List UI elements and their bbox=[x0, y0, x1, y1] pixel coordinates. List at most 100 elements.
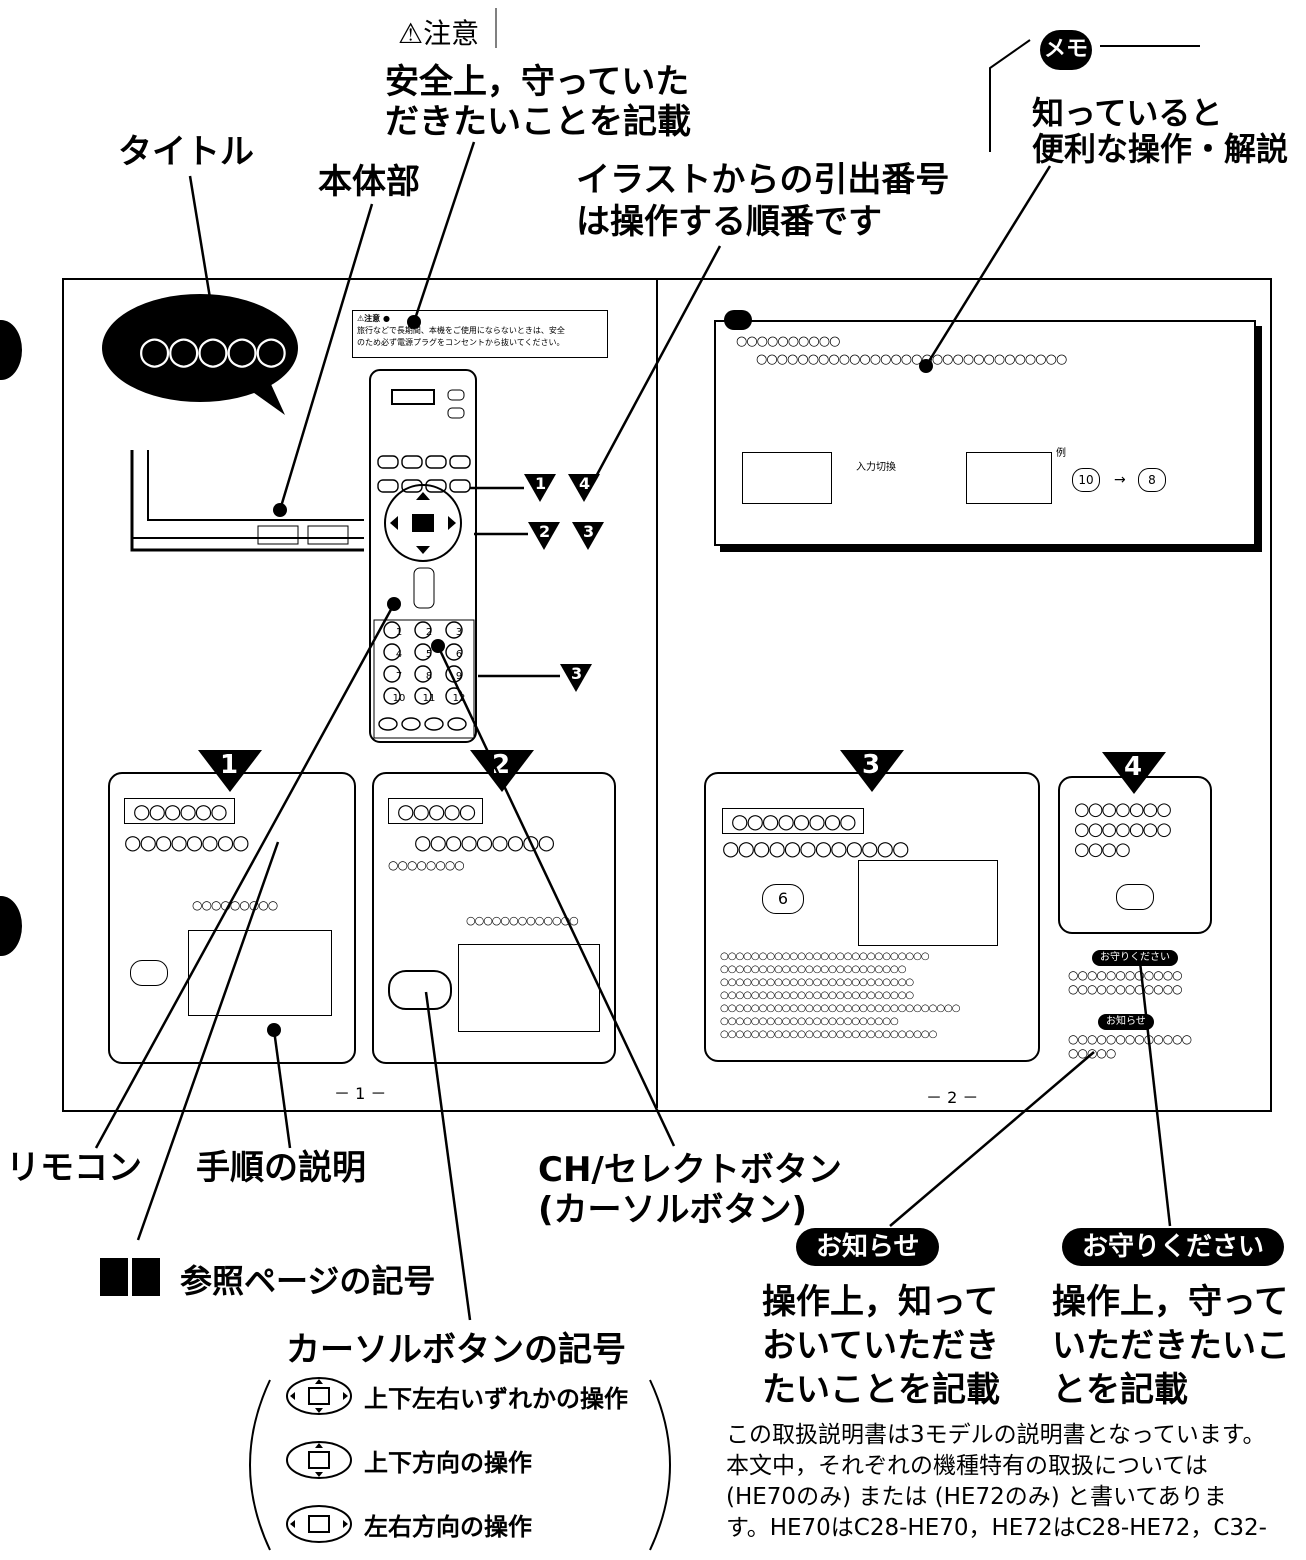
inner-info-text: ○○○○○○○○○○○○○ ○○○○○ bbox=[1068, 1032, 1192, 1060]
remote-label: リモコン bbox=[6, 1148, 142, 1188]
inner-info-text-line: ○○○○○ bbox=[1068, 1046, 1116, 1060]
spread-divider bbox=[656, 280, 658, 1108]
step-marker-3b: 3 bbox=[560, 664, 592, 692]
memo-badge: メモ bbox=[1040, 30, 1092, 70]
memo-desc-line1: 知っていると bbox=[1032, 94, 1223, 132]
step3-para-line: ○○○○○○○○○○○○○○○○○○○○○○○○○○○ bbox=[720, 951, 930, 962]
memo-desc-line2: 便利な操作・解説 bbox=[1032, 130, 1289, 168]
cursor-up-down-icon bbox=[286, 1441, 352, 1479]
step-box-1: ○○○○○○ ○○○○○○○○ ○○○○○○○○○ bbox=[108, 772, 356, 1064]
illust-label-line2: は操作する順番です bbox=[576, 202, 882, 242]
caution-keep-desc-line: とを記載 bbox=[1052, 1370, 1188, 1410]
remote-key: 11 bbox=[422, 693, 436, 704]
binding-hole-bottom bbox=[0, 896, 22, 956]
tv-body-illustration bbox=[130, 450, 364, 552]
remote-key: 12 bbox=[452, 693, 466, 704]
step4-line: ○○○○○○○ bbox=[1074, 819, 1172, 840]
ch-select-label-line1: CH/セレクトボタン bbox=[538, 1150, 842, 1190]
remote-key: 10 bbox=[392, 693, 406, 704]
info-desc: 操作上，知って おいていただき たいことを記載 bbox=[762, 1280, 1000, 1412]
inner-caution-pill: お守りください bbox=[1092, 950, 1178, 966]
step3-button: 6 bbox=[762, 884, 804, 914]
cursor-all-directions-icon bbox=[286, 1377, 352, 1415]
step3-para-line: ○○○○○○○○○○○○○○○○○○○○○○○○○ bbox=[720, 990, 914, 1001]
footnote-line: 本文中，それぞれの機種特有の取扱については bbox=[726, 1453, 1208, 1479]
step2-small2: ○○○○○○○○○○○○○ bbox=[466, 914, 579, 927]
step3-screen bbox=[858, 860, 998, 946]
cursor-item-label: 左右方向の操作 bbox=[364, 1512, 532, 1541]
remote-key: 1 bbox=[395, 627, 403, 638]
info-pill-label: お知らせ bbox=[796, 1228, 940, 1266]
step3-line: ○○○○○○○○○○○○ bbox=[722, 836, 909, 860]
step1-box-text: ○○○○○○ bbox=[124, 798, 235, 824]
step1-small: ○○○○○○○○○ bbox=[192, 898, 278, 912]
step1-line: ○○○○○○○○ bbox=[124, 830, 250, 854]
remote-key: 8 bbox=[425, 671, 433, 682]
cursor-symbol-brackets bbox=[249, 1379, 671, 1551]
step-box-3-marker: 3 bbox=[840, 750, 904, 792]
page-number-1: － 1 － bbox=[334, 1084, 387, 1103]
inner-caution-box: ⚠注意 ● 旅行などで長期間、本機をご使用にならないときは、安全 のため必ず電源… bbox=[352, 310, 608, 358]
info-desc-line: たいことを記載 bbox=[762, 1370, 1000, 1410]
info-desc-line: 操作上，知って bbox=[762, 1282, 999, 1322]
remote-key: 9 bbox=[455, 671, 463, 682]
cursor-symbol-item: 上下方向の操作 bbox=[284, 1440, 628, 1480]
cursor-item-label: 上下左右いずれかの操作 bbox=[364, 1384, 628, 1413]
caution-desc-line2: だきたいことを記載 bbox=[385, 102, 691, 142]
remote-key: 3 bbox=[455, 627, 463, 638]
inner-info-pill: お知らせ bbox=[1098, 1014, 1154, 1030]
cursor-item-label: 上下方向の操作 bbox=[364, 1448, 532, 1477]
inner-memo-panel: ○○○○○○○○○○ ○○○○○○○○○○○○○○○○○○○○○○○○○○○○○… bbox=[714, 320, 1256, 546]
inner-memo-ex-label: 例 bbox=[1056, 448, 1066, 459]
step4-hand-button-icon bbox=[1116, 884, 1154, 910]
bubble-text: ○○○○○ bbox=[138, 328, 288, 372]
step-marker-2: 2 bbox=[528, 522, 560, 550]
procedure-label: 手順の説明 bbox=[196, 1148, 366, 1188]
remote-key: 2 bbox=[425, 627, 433, 638]
footnote-line: この取扱説明書は3モデルの説明書となっています。 bbox=[726, 1422, 1266, 1448]
caution-keep-desc-line: 操作上，守って bbox=[1052, 1282, 1289, 1322]
binding-hole-top bbox=[0, 320, 22, 380]
step4-text: ○○○○○○○ ○○○○○○○ ○○○○ bbox=[1074, 800, 1172, 860]
inner-caution-text-line: ○○○○○○○○○○○○ bbox=[1068, 982, 1183, 996]
step-marker-1: 1 bbox=[524, 474, 556, 502]
inner-caution-line2: のため必ず電源プラグをコンセントから抜いてください。 bbox=[357, 338, 565, 347]
remote-key: 6 bbox=[455, 649, 463, 660]
inner-caution-text-line: ○○○○○○○○○○○○ bbox=[1068, 968, 1183, 982]
step-marker-4: 4 bbox=[568, 474, 600, 502]
remote-key: 4 bbox=[395, 649, 403, 660]
body-label: 本体部 bbox=[318, 162, 420, 202]
caution-keep-desc-line: いただきたいこ bbox=[1052, 1326, 1290, 1366]
step1-screen bbox=[188, 930, 332, 1016]
cursor-symbol-list: 上下左右いずれかの操作 上下方向の操作 左右方向の操作 bbox=[284, 1376, 628, 1544]
info-pill: お知らせ bbox=[796, 1228, 940, 1266]
inner-memo-line2: ○○○○○○○○○○○○○○○○○○○○○○○○○○○○○○ bbox=[756, 352, 1067, 367]
footnote-line: す。HE70はC28-HE70，HE72はC28-HE72，C32- bbox=[726, 1515, 1267, 1541]
inner-memo-screen-2 bbox=[966, 452, 1052, 504]
step-box-4: ○○○○○○○ ○○○○○○○ ○○○○ bbox=[1058, 776, 1212, 934]
caution-desc-line1: 安全上，守っていた bbox=[385, 62, 690, 102]
step2-cursor-button-icon bbox=[388, 970, 452, 1010]
footnote: この取扱説明書は3モデルの説明書となっています。 本文中，それぞれの機種特有の取… bbox=[726, 1420, 1267, 1544]
inner-memo-input-label: 入力切換 bbox=[856, 462, 896, 473]
caution-keep-desc: 操作上，守って いただきたいこ とを記載 bbox=[1052, 1280, 1290, 1412]
step1-hand-button-icon bbox=[130, 960, 168, 986]
step3-para-line: ○○○○○○○○○○○○○○○○○○○○○○○ bbox=[720, 1016, 899, 1027]
inner-memo-badge bbox=[724, 310, 752, 330]
step2-screen bbox=[458, 944, 600, 1032]
inner-caution-heading: 注意 bbox=[364, 314, 381, 323]
arrow-right-icon: → bbox=[1114, 472, 1126, 488]
inner-caution-line1: 旅行などで長期間、本機をご使用にならないときは、安全 bbox=[357, 326, 565, 335]
illust-label-line1: イラストからの引出番号 bbox=[576, 160, 950, 200]
cursor-left-right-icon bbox=[286, 1505, 352, 1543]
step-marker-3: 3 bbox=[572, 522, 604, 550]
inner-memo-key-b: 8 bbox=[1138, 468, 1166, 492]
ch-select-label-line2: (カーソルボタン) bbox=[538, 1190, 808, 1230]
remote-key: 7 bbox=[395, 671, 403, 682]
caution-keep-pill: お守りください bbox=[1062, 1228, 1285, 1266]
step2-small: ○○○○○○○○ bbox=[388, 858, 465, 872]
step-box-2: ○○○○○ ○○○○○○○○○ ○○○○○○○○ ○○○○○○○○○○○○○ bbox=[372, 772, 616, 1064]
step2-box-text: ○○○○○ bbox=[388, 798, 484, 824]
step3-para-line: ○○○○○○○○○○○○○○○○○○○○○○○○○ bbox=[720, 977, 914, 988]
remote-key: 5 bbox=[425, 649, 433, 660]
